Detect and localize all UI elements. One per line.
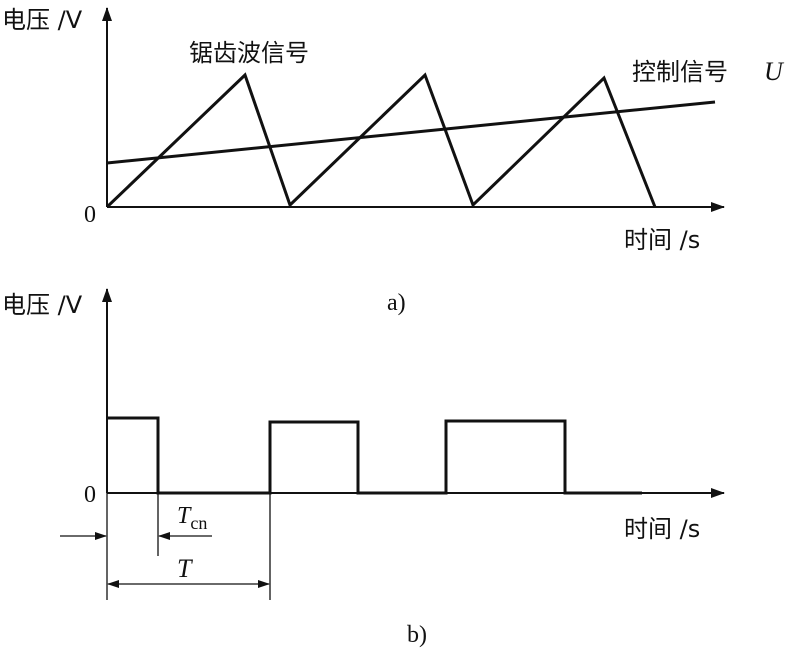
a-x-axis-label: 时间 /s bbox=[624, 226, 700, 254]
sawtooth-signal-label: 锯齿波信号 bbox=[189, 39, 309, 67]
control-signal-line bbox=[106, 100, 716, 165]
period-label: T bbox=[177, 554, 193, 583]
pulse-signal bbox=[107, 416, 642, 495]
b-origin-label: 0 bbox=[84, 482, 96, 508]
caption-b: b) bbox=[407, 622, 427, 648]
diagram-b: 电压 /V 0 时间 /s Tcn T b) bbox=[2, 288, 725, 648]
a-y-axis-label: 电压 /V bbox=[2, 6, 83, 34]
tcn-label: Tcn bbox=[177, 503, 207, 533]
caption-a: a) bbox=[387, 290, 406, 316]
sawtooth-signal bbox=[105, 72, 657, 209]
control-signal-symbol: U bbox=[764, 57, 785, 86]
control-signal-label: 控制信号 bbox=[632, 58, 728, 86]
b-x-axis-label: 时间 /s bbox=[624, 515, 700, 543]
diagram-a: 电压 /V 0 时间 /s 锯齿波信号 控制信号 U a) bbox=[2, 6, 785, 316]
a-origin-label: 0 bbox=[84, 202, 96, 228]
b-y-axis-label: 电压 /V bbox=[2, 291, 83, 319]
